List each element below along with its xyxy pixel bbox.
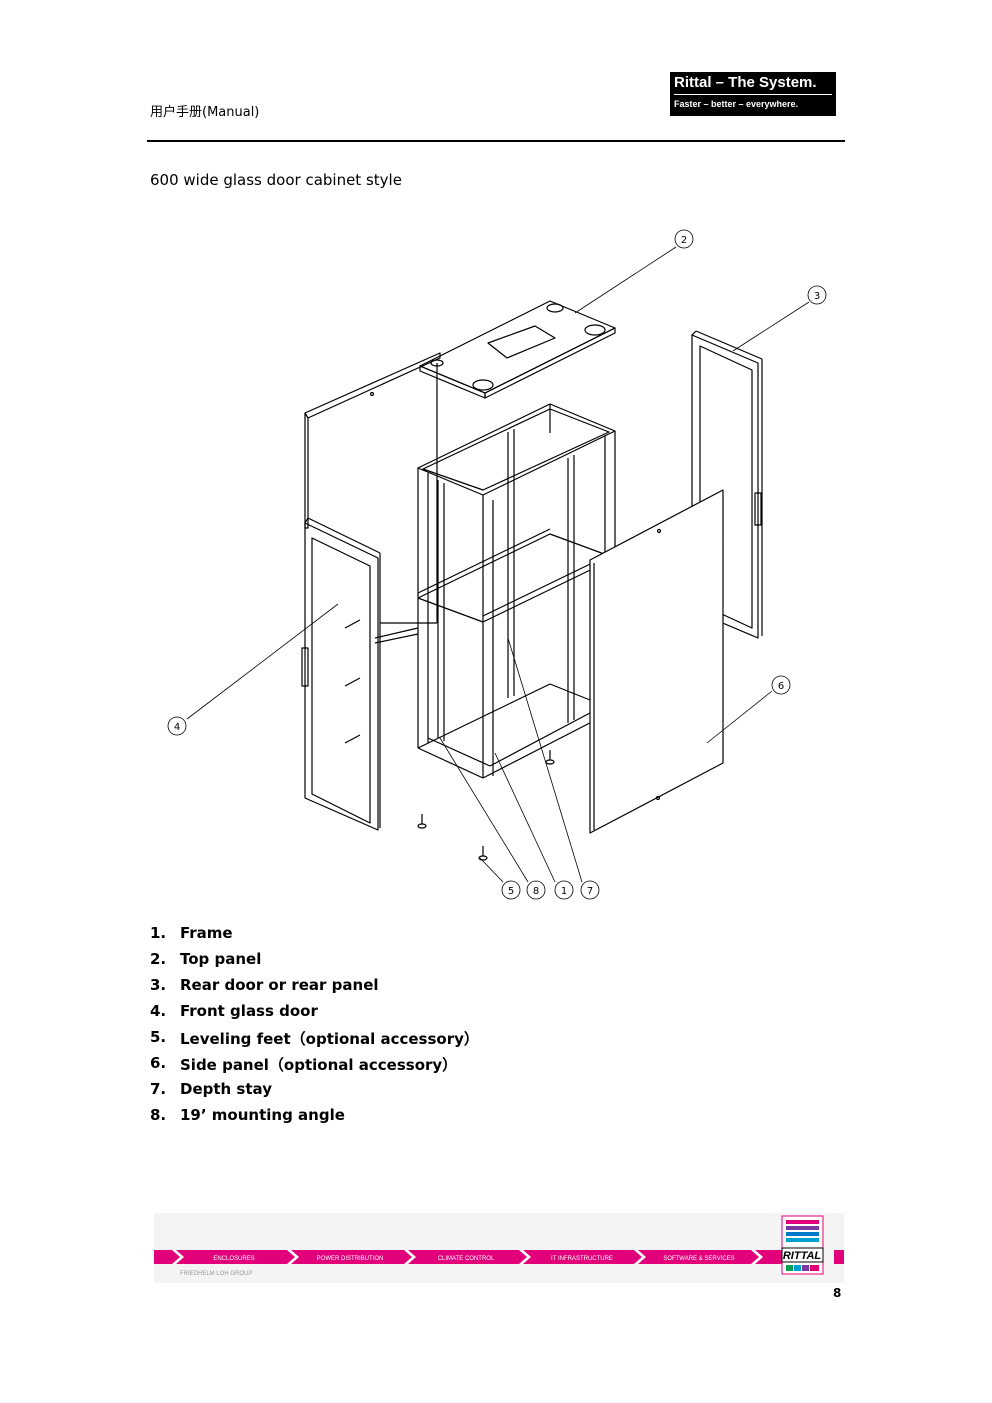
list-item-label: 19’ mounting angle [180,1106,345,1124]
list-item: 4. Front glass door [150,1002,479,1028]
list-item-number: 5. [150,1028,167,1046]
page-number: 8 [833,1286,842,1300]
list-item: 3. Rear door or rear panel [150,976,479,1002]
list-item-label: Leveling feet（optional accessory） [180,1030,479,1048]
callout-5: 5 [508,886,514,897]
callout-3: 3 [814,291,820,302]
list-item-number: 1. [150,924,167,942]
header-rule [147,140,845,142]
callout-4: 4 [174,722,180,733]
list-item-number: 4. [150,1002,167,1020]
list-item-label: Frame [180,924,233,942]
callout-1: 1 [561,886,567,897]
cabinet-exploded-drawing: 2 3 4 6 5 8 1 7 [167,229,827,900]
rear-panel-left-drawing [304,352,441,624]
list-item: 5. Leveling feet（optional accessory） [150,1028,479,1054]
brand-divider [674,94,832,95]
footer-accent-bar [154,1250,784,1264]
footer-segment-software: SOFTWARE & SERVICES [663,1256,734,1262]
callout-2: 2 [681,235,687,246]
list-item: 6. Side panel（optional accessory） [150,1054,479,1080]
list-item-label: Front glass door [180,1002,318,1020]
list-item-number: 8. [150,1106,167,1124]
footer-band: ENCLOSURES POWER DISTRIBUTION CLIMATE CO… [154,1213,844,1283]
list-item-number: 7. [150,1080,167,1098]
top-panel-drawing [419,300,616,399]
section-title: 600 wide glass door cabinet style [150,171,402,189]
list-item-number: 3. [150,976,167,994]
list-item-label: Rear door or rear panel [180,976,379,994]
frame-drawing [374,403,616,779]
footer-group-name: FRIEDHELM LOH GROUP [180,1271,252,1277]
leveling-feet-drawing [417,750,555,861]
list-item-number: 6. [150,1054,167,1072]
rittal-logo-icon: RITTAL [781,1215,824,1275]
list-item-label: Top panel [180,950,262,968]
list-item-number: 2. [150,950,167,968]
header-title: 用户手册(Manual) [150,105,260,120]
footer-segment-climate: CLIMATE CONTROL [438,1256,495,1262]
callout-8: 8 [533,886,539,897]
side-panel-drawing [589,489,724,834]
callout-7: 7 [587,886,593,897]
list-item: 2. Top panel [150,950,479,976]
footer-segment-enclosures: ENCLOSURES [213,1256,254,1262]
footer-segment-it: IT INFRASTRUCTURE [551,1256,613,1262]
footer-segment-power: POWER DISTRIBUTION [317,1256,384,1262]
list-item: 1. Frame [150,924,479,950]
brand-slogan-sub: Faster – better – everywhere. [674,99,799,109]
list-item: 7. Depth stay [150,1080,479,1106]
rittal-logo-text: RITTAL [783,1250,822,1262]
list-item-label: Depth stay [180,1080,272,1098]
list-item-label: Side panel（optional accessory） [180,1056,458,1074]
callout-6: 6 [778,681,784,692]
list-item: 8. 19’ mounting angle [150,1106,479,1132]
brand-slogan-main: Rittal – The System. [674,74,817,91]
rittal-brand-logo: Rittal – The System. Faster – better – e… [670,72,836,116]
parts-list: 1. Frame 2. Top panel 3. Rear door or rear … [150,924,479,1132]
front-glass-door-drawing [301,517,381,831]
